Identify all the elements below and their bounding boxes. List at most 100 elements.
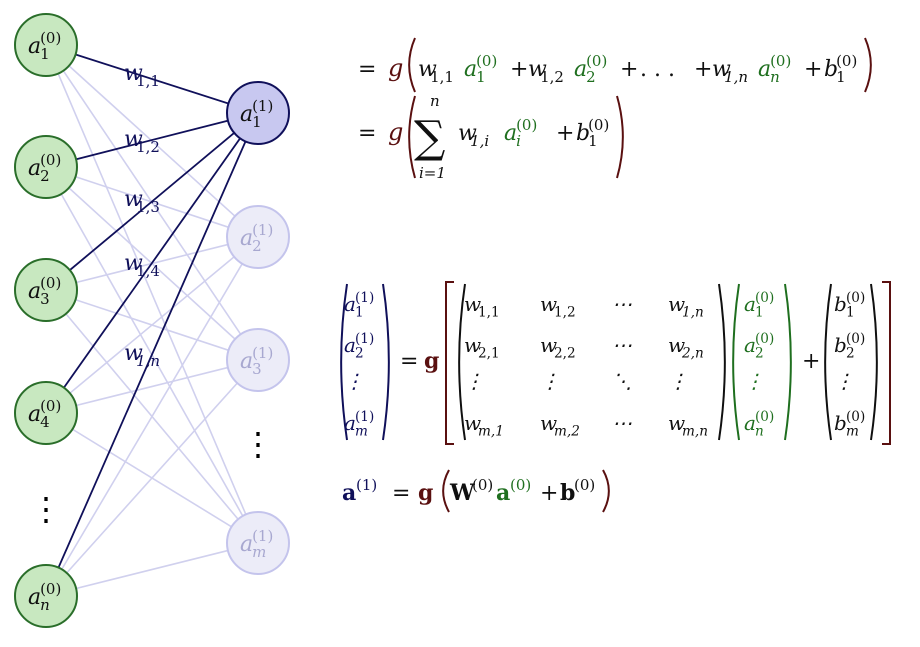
svg-text:n: n: [755, 424, 764, 440]
faded-edge: [45, 44, 259, 238]
svg-text:b: b: [824, 57, 838, 82]
svg-text:w: w: [668, 292, 685, 316]
activation-g: g: [388, 54, 403, 82]
svg-text:b: b: [834, 411, 847, 435]
hidden-neuron: [226, 511, 290, 575]
a0-close-paren: [784, 283, 792, 441]
input-vector-entry: a(0)2: [744, 331, 774, 362]
svg-text:b: b: [834, 333, 847, 357]
input-vector-entry: ⋮: [744, 369, 764, 393]
svg-text:1,4: 1,4: [136, 262, 160, 280]
weight-term: w1,n: [712, 57, 748, 86]
bias-vector-sup: (0): [574, 476, 595, 494]
weight-term: w1,1: [418, 57, 454, 86]
weight-matrix-entry: w1,1: [464, 292, 500, 321]
bias-vector-b: b: [560, 480, 575, 506]
svg-text:(0): (0): [40, 151, 61, 169]
svg-text:4: 4: [40, 413, 50, 431]
svg-text:(0): (0): [836, 52, 857, 70]
weight-matrix-entry: ⋯: [612, 292, 632, 316]
weight-matrix-entry: wm,1: [464, 411, 504, 440]
svg-text:(1): (1): [252, 97, 273, 115]
hidden-neuron: [226, 328, 290, 392]
svg-text:w: w: [540, 333, 557, 357]
svg-text:(0): (0): [846, 290, 865, 306]
svg-text:w: w: [464, 333, 481, 357]
weight-label: w1,4: [124, 251, 160, 280]
weight-term: w1,i: [458, 121, 489, 150]
svg-text:⋱: ⋱: [612, 369, 632, 393]
svg-text:2: 2: [586, 68, 596, 86]
svg-text:⋮: ⋮: [464, 369, 484, 393]
weight-label: w1,n: [124, 341, 160, 370]
svg-text:(0): (0): [588, 116, 609, 134]
input-vector-entry: a(0)n: [744, 409, 774, 440]
svg-text:(0): (0): [516, 116, 537, 134]
svg-text:a: a: [28, 585, 41, 610]
svg-text:2,2: 2,2: [554, 346, 576, 362]
svg-text:i: i: [516, 132, 521, 150]
close-paren: [616, 95, 624, 179]
bias-term: b(0)1: [576, 116, 609, 150]
weight-matrix-entry: ⋮: [540, 369, 560, 393]
svg-text:⋮: ⋮: [834, 369, 854, 393]
activation-term: a(0)1: [464, 52, 497, 86]
svg-text:1: 1: [836, 68, 846, 86]
input-neuron-label: a(0)1: [28, 29, 61, 63]
weight-labels: w1,1w1,2w1,3w1,4w1,n: [124, 61, 160, 370]
plus-sign: +: [694, 57, 712, 82]
svg-text:a: a: [240, 102, 253, 127]
active-edge: [45, 112, 259, 597]
close-paren: [864, 37, 872, 93]
svg-text:w: w: [124, 127, 143, 152]
active-edge: [45, 112, 259, 168]
input-neuron: [14, 258, 78, 322]
b-close-paren: [870, 283, 878, 441]
hidden-neuron: [226, 205, 290, 269]
svg-text:⋮: ⋮: [344, 369, 364, 393]
svg-text:1: 1: [588, 132, 598, 150]
activation-g: g: [388, 118, 403, 146]
weight-term: w1,2: [528, 57, 564, 86]
svg-text:(0): (0): [40, 274, 61, 292]
input-neuron-label: a(0)2: [28, 151, 61, 185]
bias-term: b(0)1: [824, 52, 857, 86]
weight-matrix-entry: ⋯: [612, 411, 632, 435]
svg-text:(1): (1): [355, 290, 374, 306]
svg-text:m: m: [355, 424, 368, 440]
svg-text:m: m: [846, 424, 859, 440]
equals-sign: =: [392, 481, 410, 506]
output-vector-a1: a: [342, 480, 356, 506]
hidden-ellipsis: ⋮: [242, 425, 274, 463]
active-edge: [45, 112, 259, 414]
plus-sign: +: [620, 57, 638, 82]
svg-text:1,1: 1,1: [478, 305, 500, 321]
W-close-paren: [718, 283, 726, 441]
svg-text:⋯: ⋯: [612, 292, 632, 316]
a0-open-paren: [732, 283, 740, 441]
svg-text:a: a: [240, 532, 253, 557]
svg-text:2,n: 2,n: [681, 346, 704, 362]
weight-matrix-entry: ⋯: [612, 333, 632, 357]
weight-label: w1,2: [124, 127, 160, 156]
svg-text:w: w: [124, 187, 143, 212]
svg-text:(0): (0): [476, 52, 497, 70]
svg-text:a: a: [344, 411, 356, 435]
plus-sign: +: [804, 57, 822, 82]
svg-text:w: w: [124, 61, 143, 86]
faded-edge: [45, 542, 259, 597]
svg-text:2: 2: [755, 346, 764, 362]
equals-sign: =: [358, 57, 376, 82]
svg-text:3: 3: [40, 290, 50, 308]
weight-label: w1,3: [124, 187, 160, 216]
svg-text:(0): (0): [40, 397, 61, 415]
svg-text:a: a: [28, 34, 41, 59]
sum-lower-limit: i=1: [419, 164, 446, 182]
svg-text:m: m: [252, 543, 266, 561]
svg-text:2: 2: [355, 346, 364, 362]
svg-text:w: w: [540, 411, 557, 435]
svg-text:a: a: [744, 333, 756, 357]
svg-text:1,1: 1,1: [136, 72, 160, 90]
bias-vector-entry: ⋮: [834, 369, 854, 393]
svg-text:1: 1: [476, 68, 486, 86]
